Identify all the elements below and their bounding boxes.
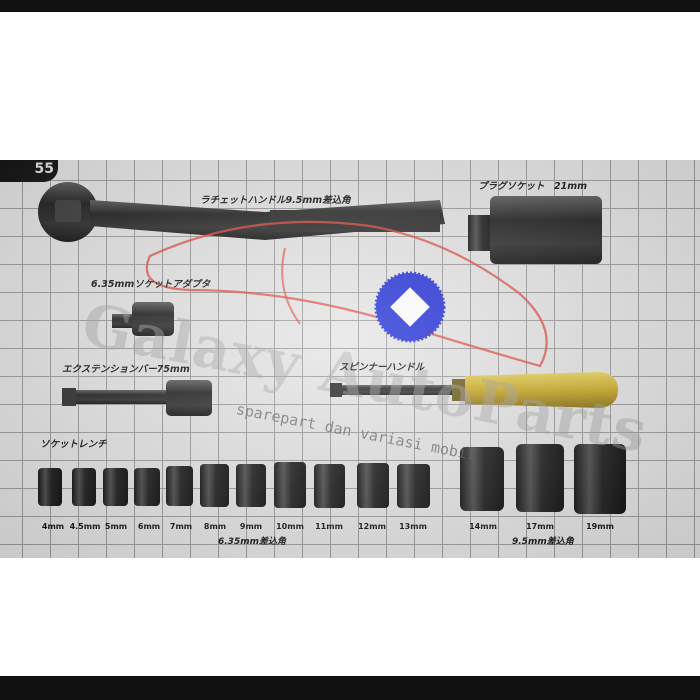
tool-set-drawing [38, 182, 626, 514]
drive-size-large: 9.5mm差込角 [512, 537, 574, 547]
size-label: 11mm [315, 522, 343, 531]
label-plug-socket: プラグソケット 21mm [478, 181, 588, 192]
size-label: 10mm [276, 522, 304, 531]
gear-logo-icon [374, 271, 446, 343]
size-label: 19mm [586, 522, 614, 531]
label-ratchet-handle: ラチェットハンドル9.5mm差込角 [200, 195, 351, 206]
socket-adapter [112, 302, 174, 336]
size-label: 5mm [104, 522, 128, 531]
product-photo: 55 [0, 160, 700, 558]
size-label: 12mm [358, 522, 386, 531]
spinner-handle [330, 372, 618, 408]
large-socket-row [460, 444, 626, 514]
label-extension-bar: エクステンションバー75mm [62, 364, 190, 375]
small-socket-row [38, 462, 430, 508]
size-label: 17mm [526, 522, 554, 531]
label-socket-adapter: 6.35mmソケットアダプタ [91, 279, 211, 290]
label-spinner-handle: スピンナーハンドル [339, 362, 425, 373]
ratchet-handle [38, 182, 445, 242]
bottom-black-band [0, 676, 700, 700]
extension-bar [62, 380, 212, 416]
plug-socket-21mm [468, 196, 602, 264]
size-label: 14mm [469, 522, 497, 531]
size-label: 8mm [203, 522, 227, 531]
size-label: 9mm [239, 522, 263, 531]
size-label: 6mm [137, 522, 161, 531]
car-outline-logo [145, 220, 548, 368]
corner-tab: 55 [0, 160, 58, 182]
drive-size-small: 6.35mm差込角 [218, 537, 286, 547]
size-label: 4mm [41, 522, 65, 531]
label-socket-wrench: ソケットレンチ [40, 439, 107, 450]
size-label: 4.5mm [69, 522, 101, 531]
size-label: 13mm [399, 522, 427, 531]
size-label: 7mm [169, 522, 193, 531]
top-black-band [0, 0, 700, 12]
